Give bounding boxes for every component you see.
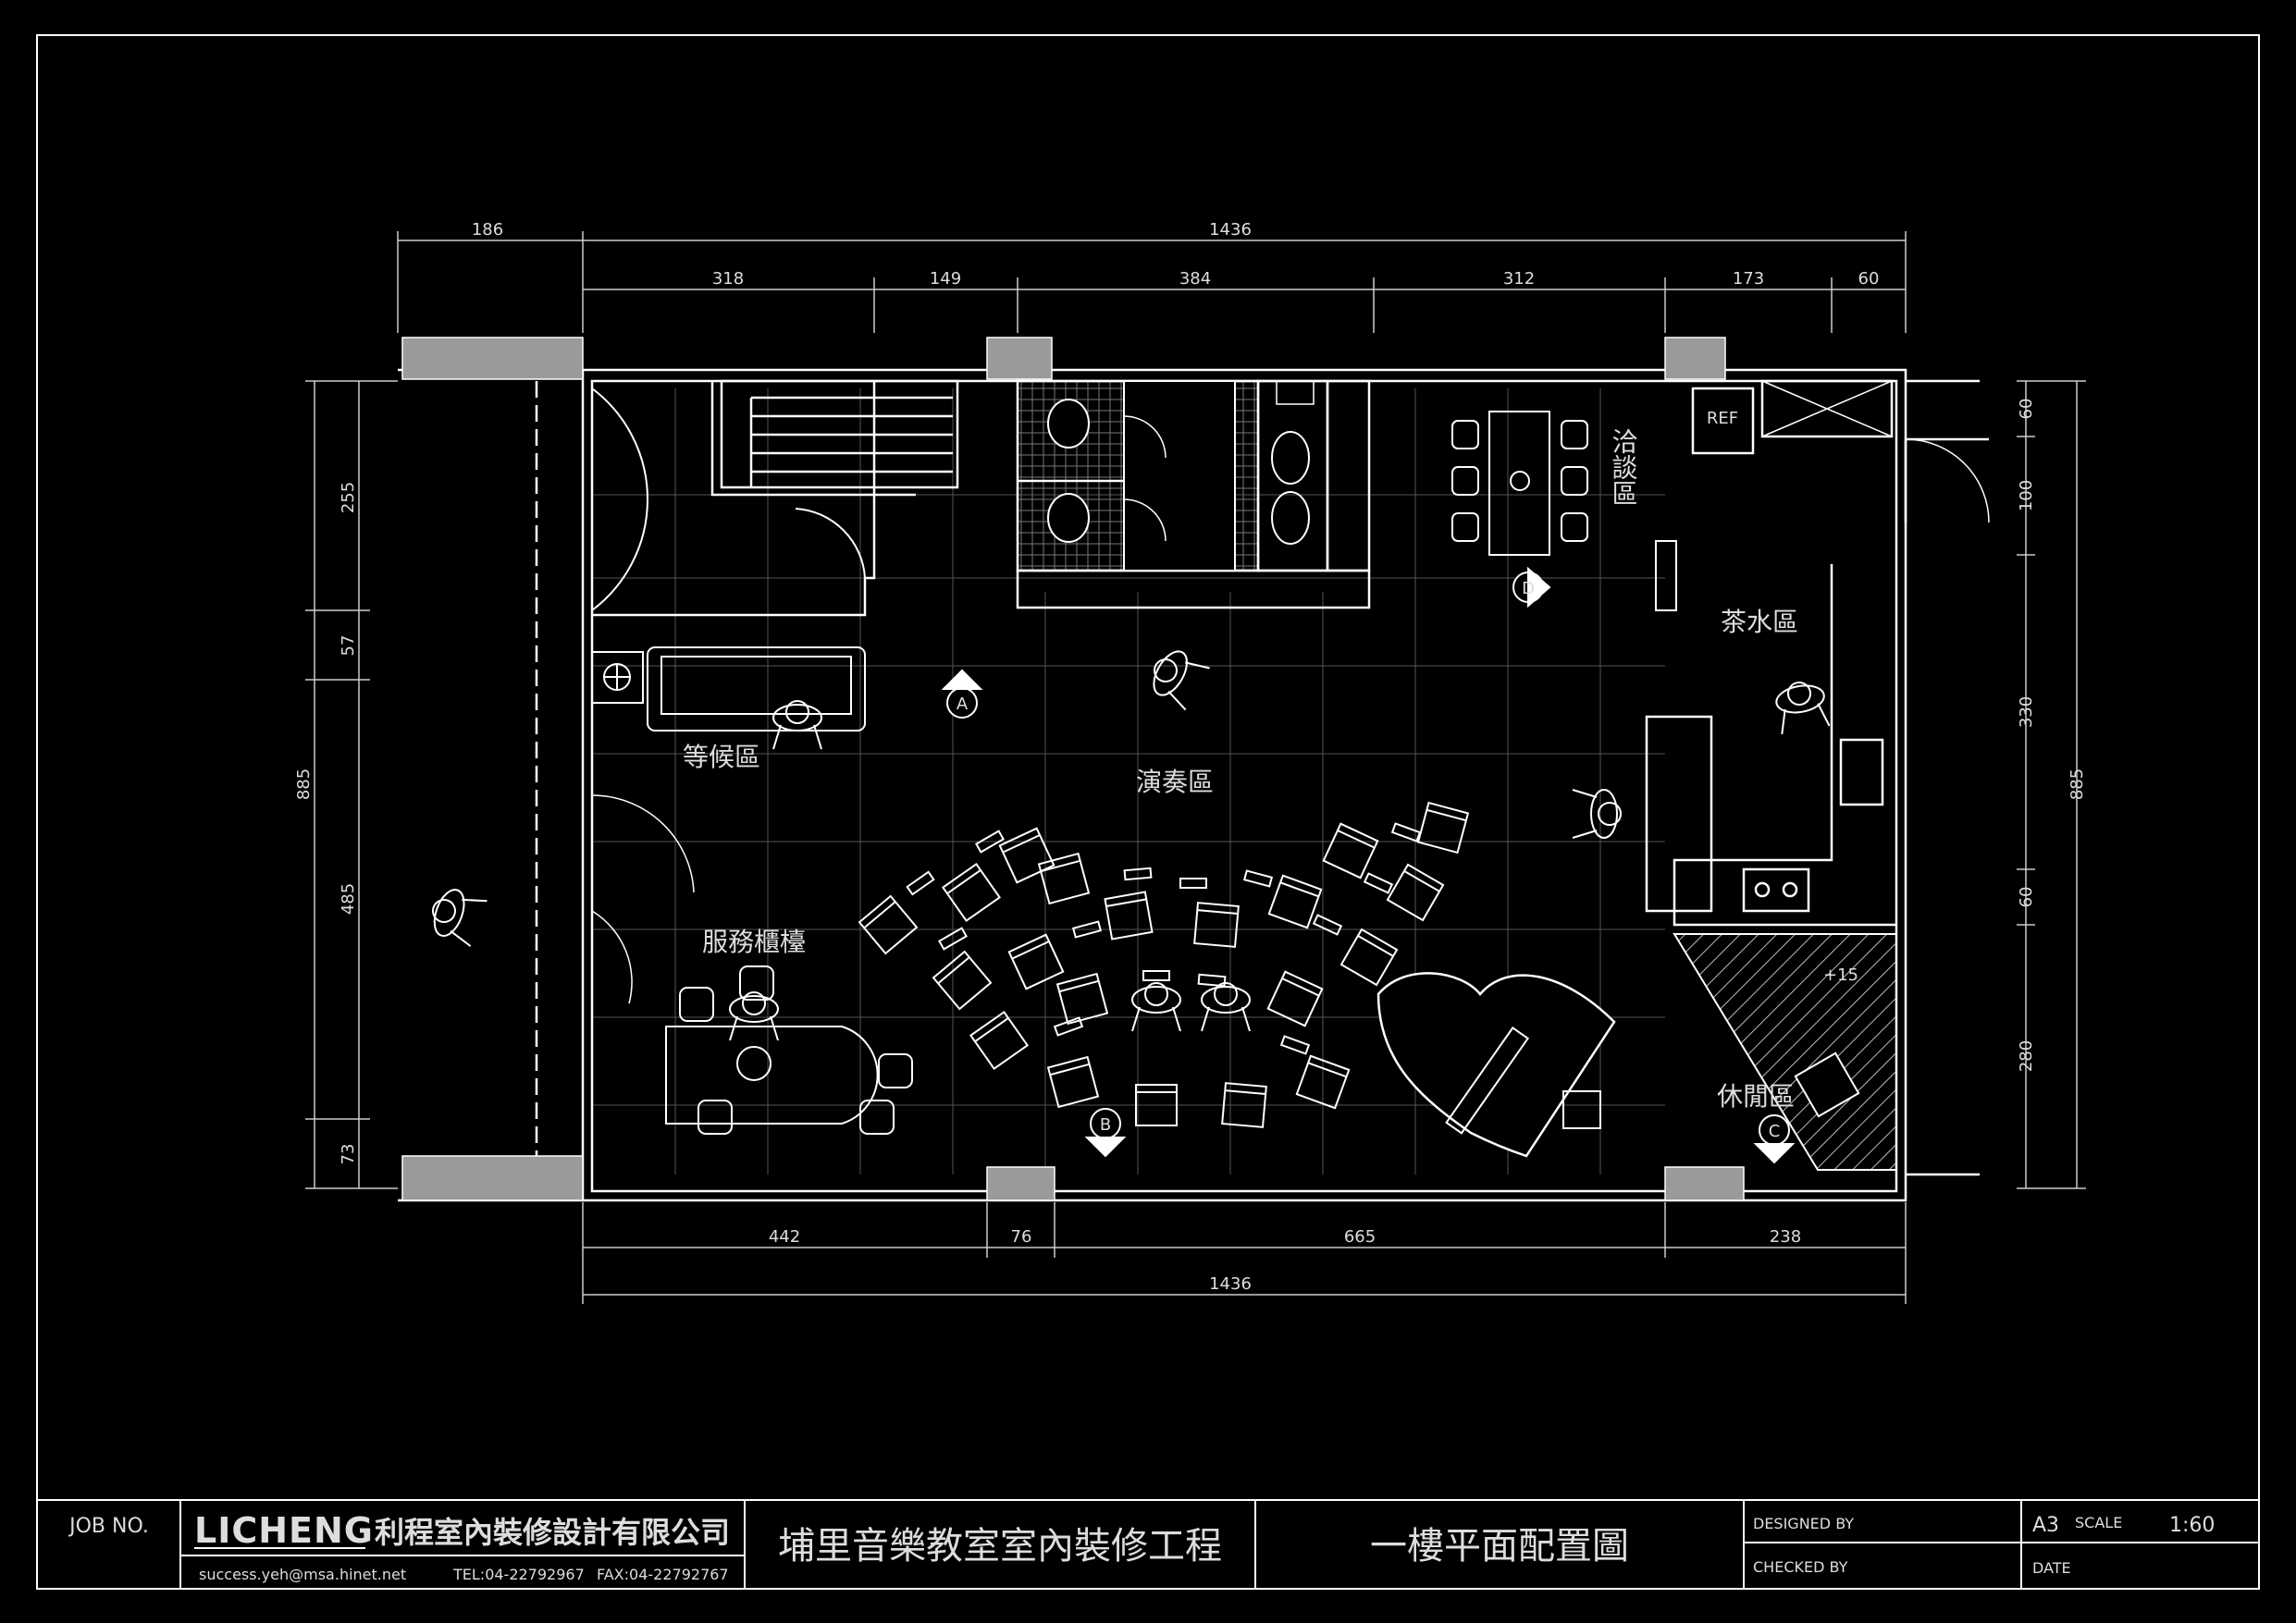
- dim-top-inner-2: 149: [930, 269, 961, 289]
- dim-right-inner-3: 330: [2017, 696, 2036, 728]
- dim-top-inner-1: 318: [712, 269, 744, 289]
- chair: [932, 951, 992, 1010]
- scale-value: 1:60: [2169, 1514, 2215, 1537]
- dim-bottom-inner-2: 76: [1011, 1227, 1032, 1247]
- music-stand: [1243, 869, 1273, 888]
- person-figure: [1772, 677, 1831, 735]
- zone-label-service: 服務櫃檯: [702, 927, 806, 957]
- dim-right-outer: 885: [2068, 768, 2087, 800]
- company-fax: FAX:04-22792767: [597, 1566, 729, 1583]
- music-stand: [906, 870, 935, 896]
- stair-room: [591, 379, 959, 617]
- dim-top-inner-3: 384: [1179, 269, 1211, 289]
- marker-c: C: [1769, 1122, 1781, 1141]
- waiting-sofa: [591, 646, 866, 732]
- piano-keyboard: [1445, 1027, 1530, 1135]
- music-stand: [1313, 914, 1342, 936]
- person-figure: [1572, 789, 1622, 839]
- dimension-lines: [305, 231, 2086, 1304]
- lounge-armchair: [1794, 1051, 1860, 1118]
- dim-left-outer: 885: [294, 768, 314, 800]
- performance-seating: [858, 802, 1469, 1128]
- person-figure: [772, 700, 822, 750]
- company-tel: TEL:04-22792967: [452, 1566, 585, 1583]
- dim-top-inner-4: 312: [1503, 269, 1535, 289]
- level-label: +15: [1823, 965, 1858, 985]
- fridge-label: REF: [1707, 409, 1738, 428]
- dim-left-inner-4: 73: [339, 1144, 358, 1165]
- music-stand: [1179, 878, 1207, 889]
- marker-a: A: [957, 695, 969, 714]
- music-stand: [1364, 872, 1393, 894]
- pantry: [1645, 379, 1990, 927]
- dim-bottom-inner-3: 665: [1344, 1227, 1376, 1247]
- chair: [942, 863, 1001, 922]
- chair: [969, 1011, 1029, 1070]
- dim-top-inner-5: 173: [1733, 269, 1764, 289]
- person-figure: [1142, 643, 1211, 711]
- company-name: 利程室內裝修設計有限公司: [375, 1515, 730, 1550]
- zone-label-meeting: 洽談區: [1609, 428, 1639, 506]
- dim-left-inner-3: 485: [339, 883, 358, 915]
- dim-bottom-inner-4: 238: [1770, 1227, 1801, 1247]
- zone-label-lounge: 休閒區: [1717, 1081, 1795, 1112]
- music-stand: [1280, 1035, 1310, 1055]
- dim-top-outer-2: 1436: [1209, 220, 1252, 240]
- chair: [1267, 874, 1323, 929]
- person-figure: [1201, 982, 1251, 1032]
- grand-piano: [1376, 972, 1616, 1158]
- chair: [1047, 1056, 1099, 1108]
- section-markers: [941, 566, 1796, 1164]
- meeting-table: [1451, 411, 1677, 611]
- dim-bottom-inner-1: 442: [769, 1227, 800, 1247]
- chair: [1056, 973, 1108, 1025]
- company-email: success.yeh@msa.hinet.net: [199, 1566, 406, 1583]
- chair: [1322, 822, 1379, 879]
- chair: [1038, 853, 1090, 904]
- dim-right-inner-2: 100: [2017, 480, 2036, 511]
- person-figure: [424, 883, 488, 948]
- dim-top-outer-1: 186: [472, 220, 503, 240]
- job-no-label: JOB NO.: [68, 1515, 149, 1538]
- zone-label-performance: 演奏區: [1136, 767, 1214, 797]
- marker-d: D: [1522, 579, 1535, 598]
- drawing-border: [36, 34, 2260, 1590]
- music-stand: [1142, 970, 1170, 981]
- chair: [1104, 891, 1154, 941]
- company-logo: LICHENG: [194, 1510, 374, 1551]
- zone-label-tea: 茶水區: [1721, 607, 1798, 637]
- dim-right-inner-1: 60: [2017, 399, 2036, 420]
- checked-by-label: CHECKED BY: [1753, 1558, 1848, 1576]
- piano-bench: [1562, 1090, 1601, 1129]
- title-block: [36, 1499, 2260, 1590]
- zone-label-waiting: 等候區: [683, 742, 760, 772]
- lounge-hatched-area: [1673, 933, 1897, 1171]
- person-figure: [1131, 982, 1181, 1032]
- dim-bottom-outer: 1436: [1209, 1274, 1252, 1294]
- chair: [1339, 928, 1399, 987]
- dim-left-inner-2: 57: [339, 635, 358, 657]
- project-title: 埔里音樂教室室內裝修工程: [778, 1525, 1222, 1568]
- restrooms: [1016, 379, 1371, 609]
- paper-size: A3: [2032, 1514, 2059, 1537]
- designed-by-label: DESIGNED BY: [1753, 1515, 1854, 1532]
- wall-columns: [401, 337, 1745, 1201]
- service-counter: [591, 794, 913, 1135]
- scale-label: SCALE: [2075, 1514, 2122, 1531]
- chair: [858, 895, 918, 954]
- marker-b: B: [1100, 1115, 1111, 1135]
- chair: [1007, 933, 1065, 990]
- dim-right-inner-4: 60: [2017, 887, 2036, 908]
- date-label: DATE: [2032, 1559, 2071, 1577]
- chair: [1193, 902, 1240, 948]
- dim-top-inner-6: 60: [1858, 269, 1880, 289]
- chair: [1417, 802, 1469, 854]
- drawing-title: 一樓平面配置圖: [1370, 1525, 1629, 1568]
- dim-right-inner-5: 280: [2017, 1040, 2036, 1072]
- dim-left-inner-1: 255: [339, 482, 358, 513]
